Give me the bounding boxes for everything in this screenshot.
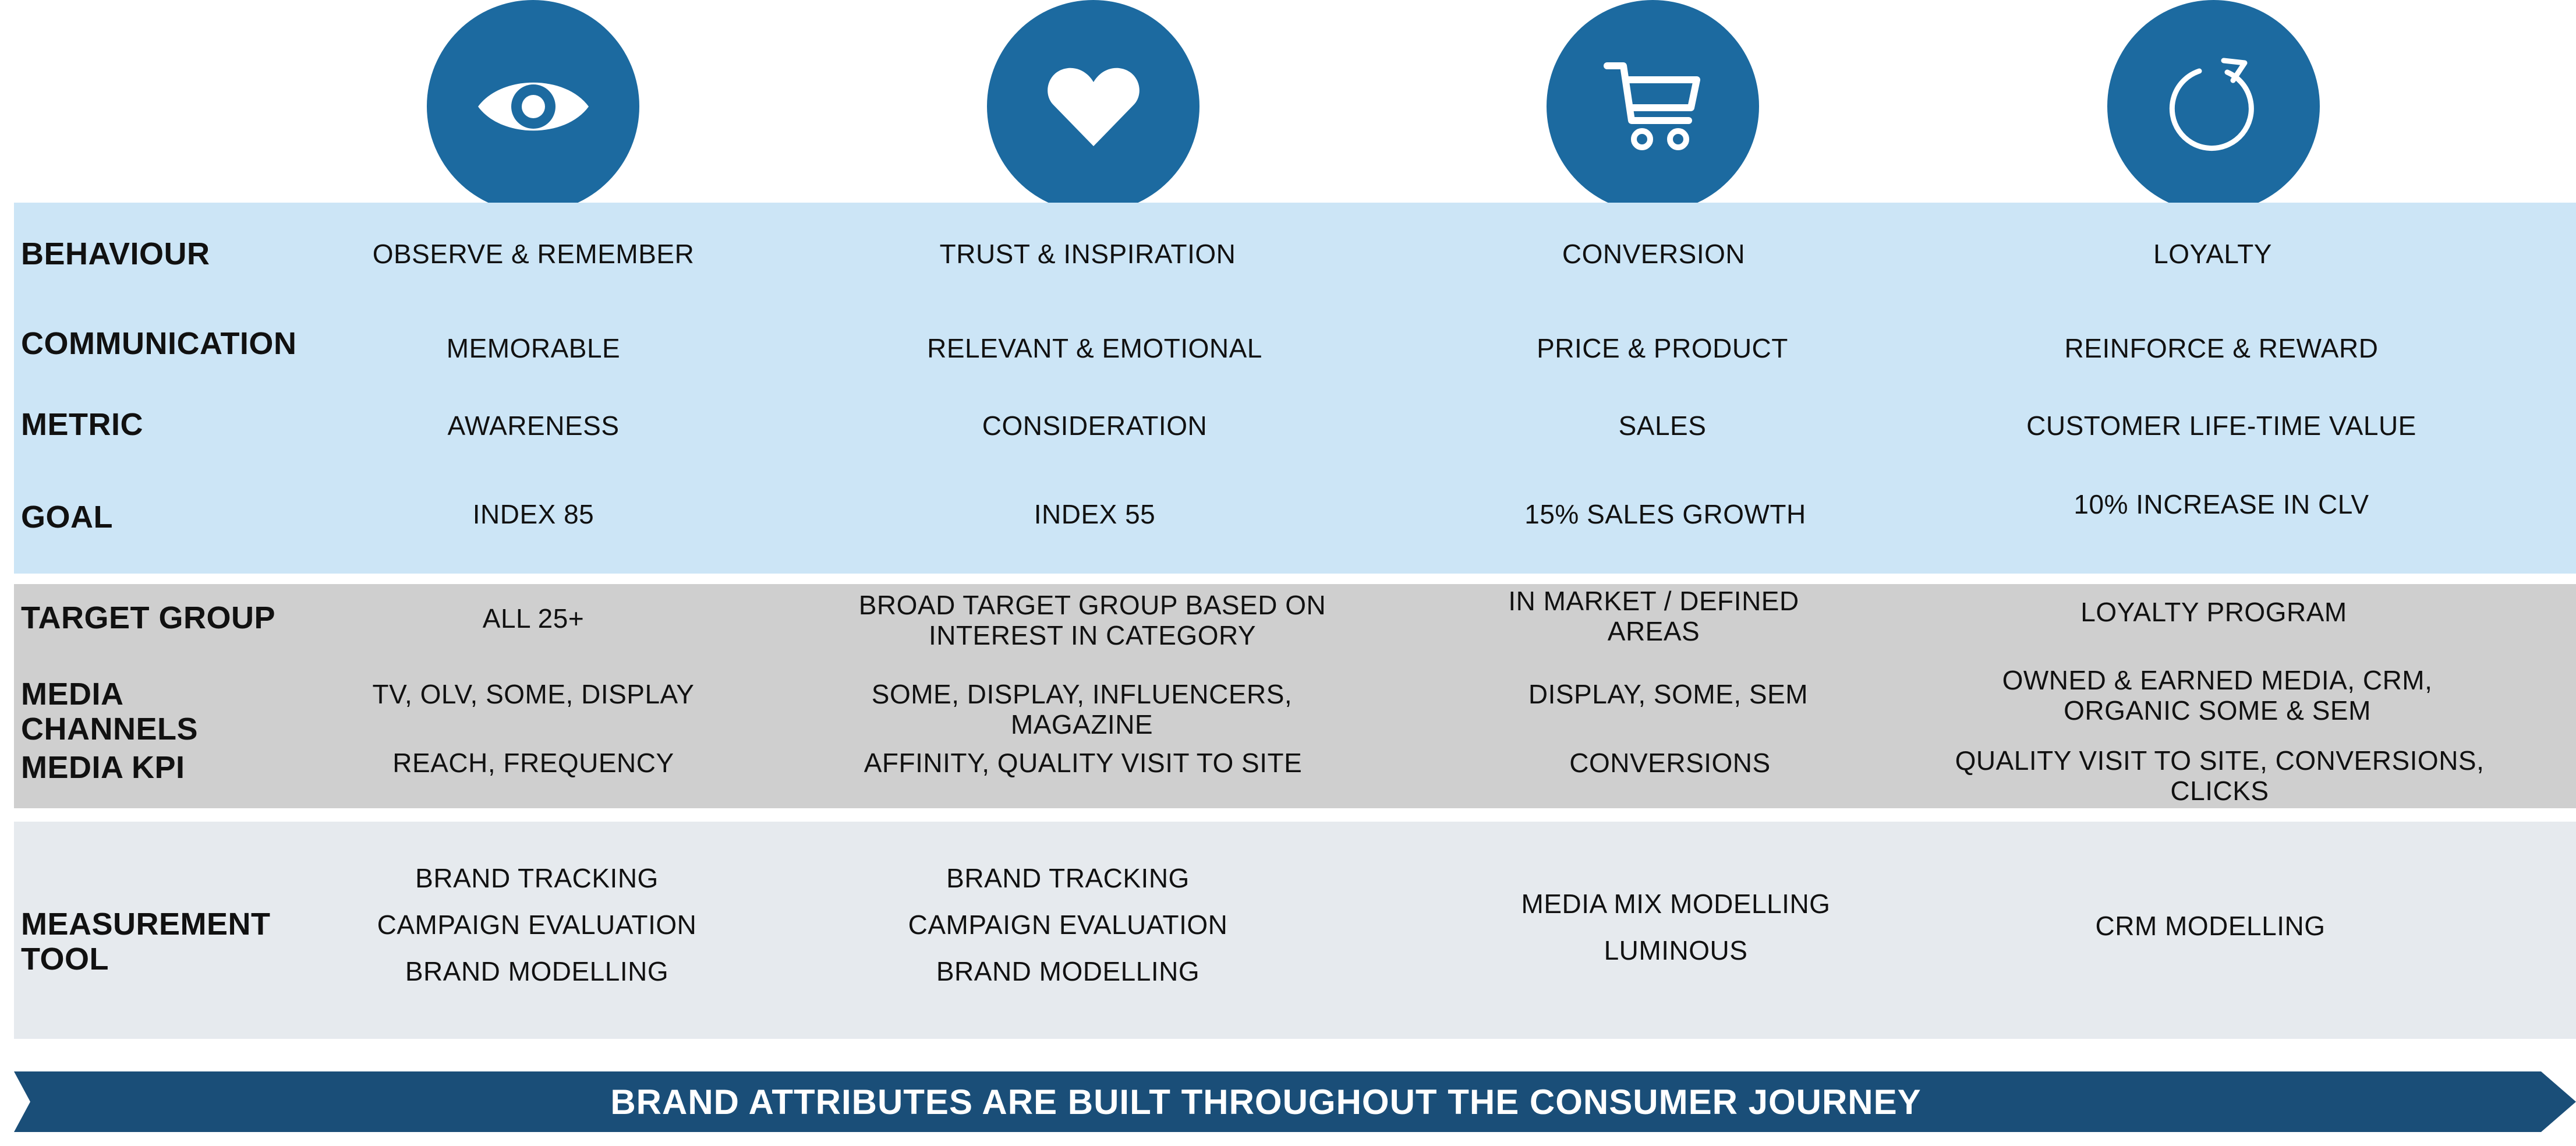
refresh-icon: [2169, 58, 2254, 151]
cell-media-channels-3: DISPLAY, SOME, SEM: [1528, 679, 1809, 709]
cell-behaviour-4: LOYALTY: [2153, 239, 2272, 269]
media-band: [14, 584, 2576, 808]
cell-behaviour-1: OBSERVE & REMEMBER: [372, 239, 695, 269]
cell-media-channels-1: TV, OLV, SOME, DISPLAY: [372, 679, 695, 709]
cell-target-group-3: IN MARKET / DEFINED AREAS: [1508, 586, 1799, 646]
strategy-band: [14, 203, 2576, 574]
cell-goal-2: INDEX 55: [1034, 499, 1156, 529]
row-label-target-group: TARGET GROUP: [21, 600, 275, 635]
stage-icon-loyalty: [2107, 0, 2320, 213]
shopping-cart-icon: [1603, 62, 1700, 150]
cell-media-kpi-1: REACH, FREQUENCY: [392, 748, 674, 778]
cell-media-channels-4: OWNED & EARNED MEDIA, CRM, ORGANIC SOME …: [2002, 665, 2433, 726]
cell-media-kpi-3: CONVERSIONS: [1569, 748, 1771, 778]
cell-goal-3: 15% SALES GROWTH: [1524, 499, 1806, 529]
row-label-communication: COMMUNICATION: [21, 326, 297, 361]
cell-metric-1: AWARENESS: [447, 411, 620, 441]
banner-text: BRAND ATTRIBUTES ARE BUILT THROUGHOUT TH…: [610, 1082, 1922, 1122]
row-label-measurement-tool: MEASUREMENT TOOL: [21, 907, 271, 977]
cell-goal-4: 10% INCREASE IN CLV: [2073, 489, 2369, 519]
row-label-media-channels: MEDIA CHANNELS: [21, 677, 199, 747]
cell-communication-2: RELEVANT & EMOTIONAL: [927, 333, 1262, 363]
cell-metric-2: CONSIDERATION: [982, 411, 1208, 441]
cell-measurement-tool-4: CRM MODELLING: [2095, 911, 2326, 941]
cell-behaviour-2: TRUST & INSPIRATION: [939, 239, 1236, 269]
cell-communication-4: REINFORCE & REWARD: [2064, 333, 2379, 363]
row-label-behaviour: BEHAVIOUR: [21, 236, 210, 271]
banner-arrow-shape: [14, 1071, 2576, 1132]
stage-icon-conversion: [1547, 0, 1759, 213]
cell-media-kpi-4: QUALITY VISIT TO SITE, CONVERSIONS, CLIC…: [1955, 745, 2485, 806]
cell-target-group-1: ALL 25+: [482, 603, 585, 634]
cell-measurement-tool-3: MEDIA MIX MODELLING LUMINOUS: [1521, 889, 1831, 965]
cell-media-kpi-2: AFFINITY, QUALITY VISIT TO SITE: [864, 748, 1303, 778]
cell-media-channels-2: SOME, DISPLAY, INFLUENCERS, MAGAZINE: [871, 679, 1293, 740]
cell-communication-3: PRICE & PRODUCT: [1537, 333, 1788, 363]
cell-communication-1: MEMORABLE: [446, 333, 621, 363]
consumer-journey-banner: BRAND ATTRIBUTES ARE BUILT THROUGHOUT TH…: [14, 1071, 2576, 1132]
row-label-metric: METRIC: [21, 407, 143, 442]
stage-icon-consideration: [987, 0, 1199, 213]
cell-behaviour-3: CONVERSION: [1562, 239, 1746, 269]
heart-icon: [1047, 68, 1140, 146]
row-label-media-kpi: MEDIA KPI: [21, 750, 185, 785]
stage-icon-awareness: [427, 0, 639, 213]
cell-goal-1: INDEX 85: [472, 499, 595, 529]
cell-measurement-tool-1: BRAND TRACKING CAMPAIGN EVALUATION BRAND…: [377, 863, 697, 986]
measurement-band: [14, 822, 2576, 1039]
cell-target-group-4: LOYALTY PROGRAM: [2080, 597, 2347, 627]
cell-metric-3: SALES: [1618, 411, 1707, 441]
cell-target-group-2: BROAD TARGET GROUP BASED ON INTEREST IN …: [858, 590, 1326, 650]
eye-icon: [477, 82, 589, 130]
cell-metric-4: CUSTOMER LIFE-TIME VALUE: [2026, 411, 2416, 441]
cell-measurement-tool-2: BRAND TRACKING CAMPAIGN EVALUATION BRAND…: [908, 863, 1228, 986]
row-label-goal: GOAL: [21, 500, 113, 535]
